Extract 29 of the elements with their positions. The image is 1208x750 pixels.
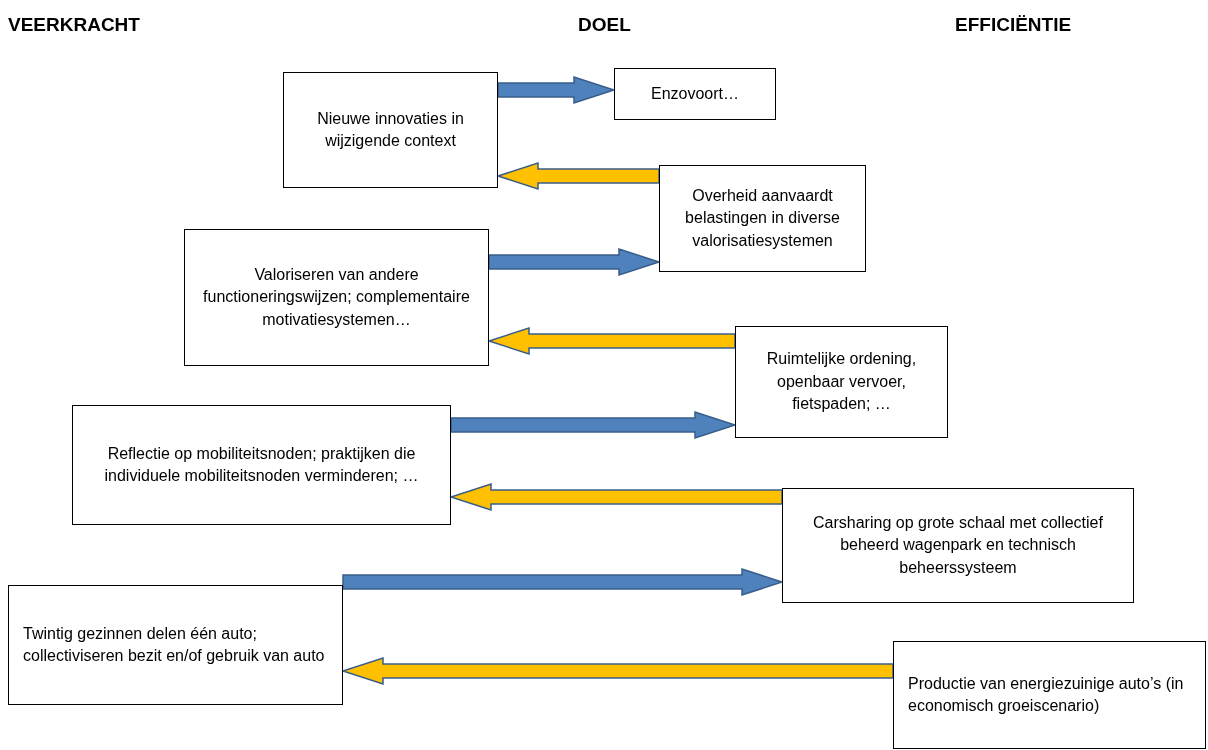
box-text: Reflectie op mobiliteitsnoden; praktijken die individuele mobiliteitsnoden verminderen; … — [103, 443, 420, 486]
text-box — [735, 326, 948, 438]
column-heading: DOEL — [578, 14, 631, 36]
block-arrow — [448, 482, 783, 512]
box-text: Overheid aanvaardt belastingen in diverse valorisatiesystemen — [684, 185, 841, 251]
text-box — [184, 229, 489, 366]
text-box — [283, 72, 498, 188]
text-box — [614, 68, 776, 120]
block-arrow — [486, 326, 736, 356]
box-text: Productie van energiezuinige auto’s (in economisch groeiscenario) — [908, 673, 1185, 716]
text-box — [782, 488, 1134, 603]
box-text: Carsharing op grote schaal met collectief beheerd wagenpark en technisch beheerssysteem — [812, 512, 1104, 578]
block-arrow — [450, 410, 738, 440]
box-text: Twintig gezinnen delen één auto; collectiviseren bezit en/of gebruik van auto — [23, 623, 326, 666]
text-box — [893, 641, 1206, 749]
block-arrow — [342, 567, 785, 597]
text-box — [72, 405, 451, 525]
text-box — [8, 585, 343, 705]
box-text: Ruimtelijke ordening, openbaar vervoer, fietspaden; … — [765, 349, 918, 415]
text-box — [659, 165, 866, 272]
block-arrow — [497, 75, 617, 105]
box-text: Nieuwe innovaties in wijzigende context — [316, 108, 465, 151]
column-heading: EFFICIËNTIE — [955, 14, 1072, 36]
box-text: Valoriseren van andere functioneringswijzen; complementaire motivatiesystemen… — [202, 264, 471, 330]
block-arrow — [488, 247, 662, 277]
block-arrow — [495, 161, 660, 191]
box-text: Enzovoort… — [650, 83, 739, 104]
column-heading: VEERKRACHT — [8, 14, 140, 36]
block-arrow — [340, 656, 894, 686]
